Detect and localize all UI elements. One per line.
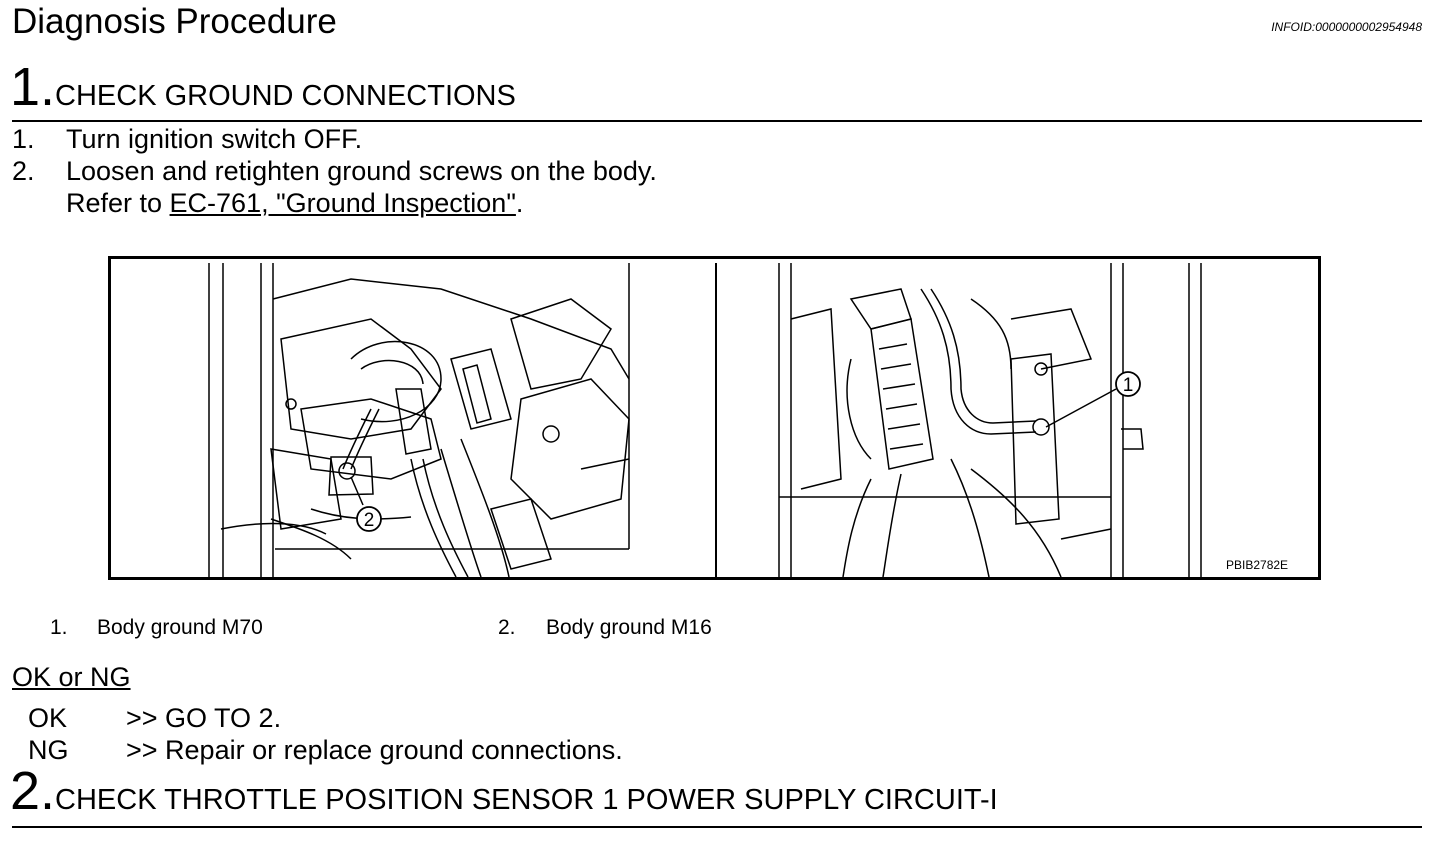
step-2-heading: 2.CHECK THROTTLE POSITION SENSOR 1 POWER… [10,764,998,818]
instruction-item: 2. Loosen and retighten ground screws on… [12,156,912,188]
caption-item: 1. [50,616,68,640]
figure-code: PBIB2782E [1226,558,1288,572]
caption-text: Body ground M70 [97,616,263,639]
step-2-number: 2. [10,761,56,821]
step-1-number: 1. [10,57,56,117]
refer-prefix: Refer to [66,188,170,218]
ground-location-illustration: 2 1 PBIB2782E [208,263,1288,577]
result-key-ok: OK [28,703,68,733]
callout-2: 2 [364,510,375,531]
section-divider [12,826,1422,828]
caption-item: 2. [498,616,516,640]
result-text-ng: >> Repair or replace ground connections. [126,735,623,765]
step-2-title: CHECK THROTTLE POSITION SENSOR 1 POWER S… [55,784,998,816]
instruction-text: Loosen and retighten ground screws on th… [66,156,657,186]
refer-suffix: . [515,188,524,218]
ground-inspection-link[interactable]: EC-761, "Ground Inspection" [169,188,516,218]
caption-number: 1. [50,616,68,639]
instruction-item: 1. Turn ignition switch OFF. [12,124,912,156]
instruction-number: 1. [12,124,35,154]
callout-1: 1 [1123,375,1134,396]
result-key-ng: NG [28,735,69,765]
instruction-number: 2. [12,156,35,186]
instruction-text: Turn ignition switch OFF. [66,124,363,154]
page-title: Diagnosis Procedure [12,2,337,41]
caption-text: Body ground M16 [546,616,712,639]
ground-location-figure: 2 1 PBIB2782E [108,256,1321,580]
step-1-title: CHECK GROUND CONNECTIONS [55,80,516,112]
refer-line: Refer to EC-761, "Ground Inspection". [66,188,523,219]
result-heading: OK or NG [12,662,131,692]
result-text-ok: >> GO TO 2. [126,703,282,733]
caption-number: 2. [498,616,516,639]
info-id: INFOID:0000000002954948 [1271,20,1422,34]
step-1-heading: 1.CHECK GROUND CONNECTIONS [10,60,516,114]
section-divider [12,120,1422,122]
